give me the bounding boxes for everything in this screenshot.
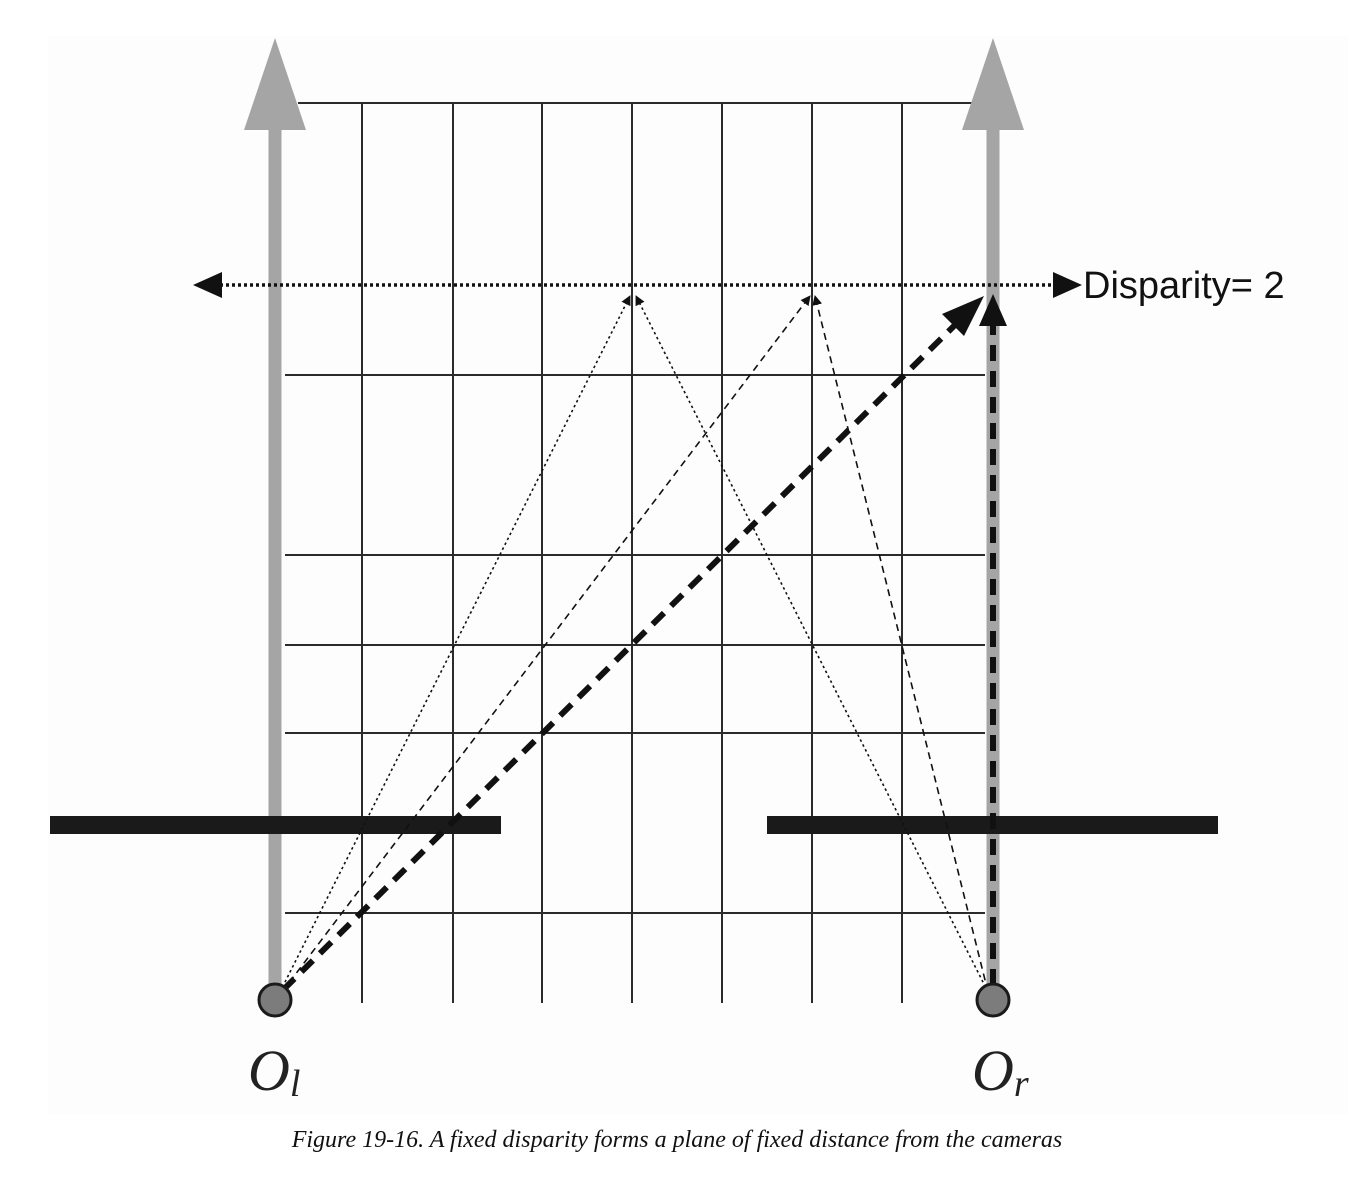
ray-left-dashed <box>281 295 811 993</box>
left-camera-label: Ol <box>248 1038 300 1105</box>
ray-left-thick-arrowhead <box>942 296 984 336</box>
right-camera-label: Or <box>972 1038 1029 1105</box>
right-camera-letter: O <box>972 1038 1014 1103</box>
ray-pair-dashed <box>281 295 989 993</box>
figure-background <box>48 36 1348 1114</box>
ray-left-thick <box>280 315 965 993</box>
depth-grid <box>285 102 985 1003</box>
ray-right-thick-arrowhead <box>979 294 1007 326</box>
left-camera-subscript: l <box>290 1063 301 1105</box>
right-camera-subscript: r <box>1014 1063 1029 1105</box>
right-camera-center <box>975 982 1011 1018</box>
ray-pair-dotted <box>279 295 989 993</box>
disparity-plane-line <box>193 272 1082 298</box>
figure-caption: Figure 19-16. A fixed disparity forms a … <box>291 1127 1063 1153</box>
ray-pair-thick <box>280 294 1007 993</box>
disparity-label: Disparity= 2 <box>1083 265 1285 307</box>
left-optical-axis <box>244 38 306 1000</box>
left-image-plane <box>50 816 501 834</box>
ray-right-dotted <box>635 295 989 993</box>
ray-left-dotted <box>279 295 631 993</box>
left-camera-center <box>257 982 293 1018</box>
left-camera-letter: O <box>248 1038 290 1103</box>
